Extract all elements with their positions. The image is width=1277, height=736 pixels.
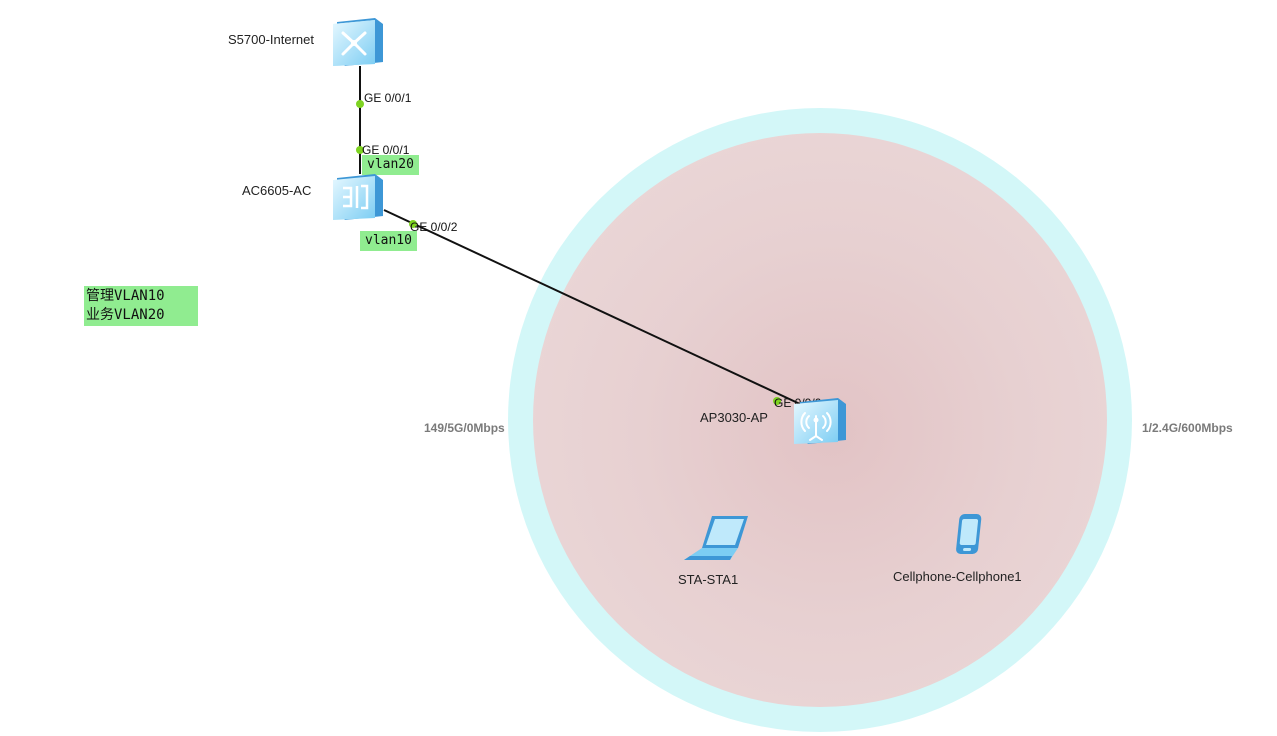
- radio-stat-5g: 149/5G/0Mbps: [424, 421, 505, 435]
- wireless-ap-icon: [794, 398, 846, 444]
- port-dot-ac-down: [409, 220, 417, 228]
- vlan-note-line-service: 业务VLAN20: [86, 307, 165, 323]
- phone-device[interactable]: [954, 512, 986, 558]
- port-dot-ac-up: [356, 146, 364, 154]
- link-ac-ap[interactable]: [383, 209, 801, 405]
- radio-stat-2g: 1/2.4G/600Mbps: [1142, 421, 1233, 435]
- ap-name-label: AP3030-AP: [700, 410, 768, 425]
- switch-device[interactable]: [331, 16, 385, 68]
- laptop-icon: [684, 516, 748, 560]
- port-label-ac-ge002: GE 0/0/2: [410, 220, 458, 234]
- vlan-tag-downlink: vlan10: [360, 231, 417, 251]
- vlan-note: 管理VLAN10 业务VLAN20: [84, 286, 198, 326]
- vlan-tag-uplink: vlan20: [362, 155, 419, 175]
- vlan-note-line-management: 管理VLAN10: [86, 288, 165, 304]
- ac-name-label: AC6605-AC: [242, 183, 312, 198]
- port-dot-ap: [773, 397, 781, 405]
- ap-device[interactable]: [792, 396, 848, 446]
- access-controller-icon: [333, 174, 383, 220]
- switch-name-label: S5700-Internet: [228, 32, 315, 47]
- port-label-switch-ge001: GE 0/0/1: [364, 91, 412, 105]
- switch-icon: [333, 18, 383, 66]
- port-dot-switch: [356, 100, 364, 108]
- sta-name-label: STA-STA1: [678, 572, 739, 587]
- sta-device[interactable]: [682, 512, 752, 564]
- phone-name-label: Cellphone-Cellphone1: [893, 569, 1022, 584]
- cellphone-icon: [956, 514, 982, 554]
- ac-device[interactable]: [331, 172, 385, 222]
- port-label-ac-ge001: GE 0/0/1: [362, 143, 410, 157]
